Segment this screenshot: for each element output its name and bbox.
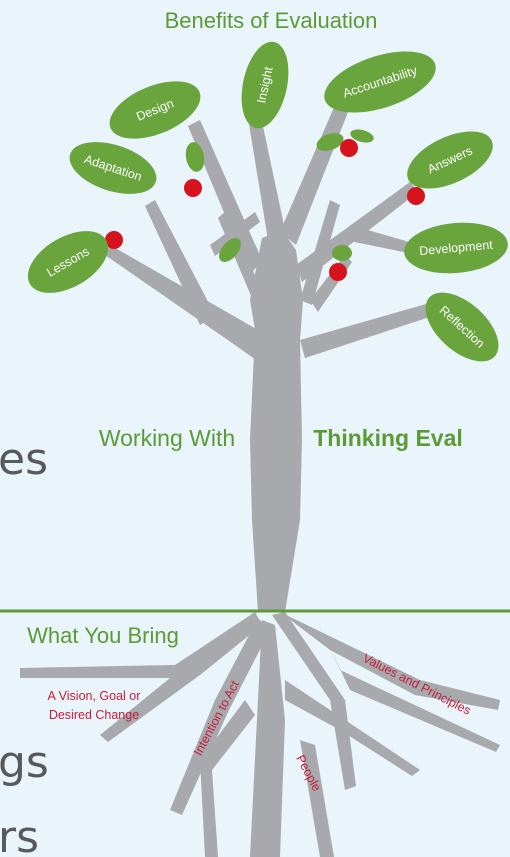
branch-insight <box>245 98 285 240</box>
roots-heading: What You Bring <box>27 623 179 648</box>
leaf-label-development: Development <box>419 238 494 258</box>
tree-branches <box>105 98 445 612</box>
small-leaves <box>185 129 374 262</box>
trunk <box>250 230 303 612</box>
apple-4 <box>407 187 425 205</box>
leaf-insight: Insight <box>241 41 289 129</box>
apple-1 <box>105 231 123 249</box>
leaf-reflection: Reflection <box>425 292 499 362</box>
leaf-adaptation: Adaptation <box>69 142 157 194</box>
branch-accountability <box>280 105 348 245</box>
edge-fragment-2: gs <box>0 737 49 788</box>
branch-adaptation <box>145 200 215 325</box>
branch-development-2 <box>345 225 420 255</box>
root-label-vision-2: Desired Change <box>49 708 139 722</box>
trunk-left-label: Working With <box>99 425 235 451</box>
leaf-accountability: Accountability <box>324 51 436 113</box>
apples <box>105 139 425 281</box>
trunk-right-label: Thinking Eval <box>313 425 463 451</box>
leaf-answers: Answers <box>407 131 493 189</box>
leaf-development: Development <box>404 222 508 274</box>
edge-fragment-1: es <box>0 434 48 485</box>
branch-design <box>188 120 262 275</box>
tree-roots <box>20 612 500 857</box>
apple-5 <box>329 263 347 281</box>
branch-upper-left <box>218 212 262 305</box>
branch-development <box>300 200 340 305</box>
leaf-lessons: Lessons <box>27 231 109 293</box>
branch-lessons <box>105 245 258 360</box>
diagram-title: Benefits of Evaluation <box>165 8 378 33</box>
root-label-vision-1: A Vision, Goal or <box>48 689 141 703</box>
apple-2 <box>184 179 202 197</box>
leaf-design: Design <box>109 81 201 139</box>
branch-reflection <box>300 300 445 358</box>
apple-3 <box>340 139 358 157</box>
edge-fragment-3: rs <box>0 812 39 857</box>
